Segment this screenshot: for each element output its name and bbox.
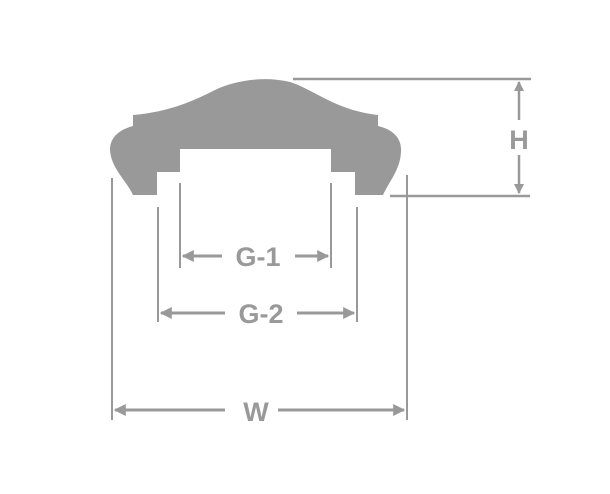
profile-cross-section bbox=[110, 79, 402, 195]
height-label: H bbox=[509, 125, 529, 155]
height-dimension bbox=[293, 77, 531, 198]
width-label: W bbox=[243, 397, 269, 427]
extension-lines bbox=[111, 175, 408, 420]
g2-label: G-2 bbox=[238, 299, 283, 329]
g1-label: G-1 bbox=[235, 242, 280, 272]
